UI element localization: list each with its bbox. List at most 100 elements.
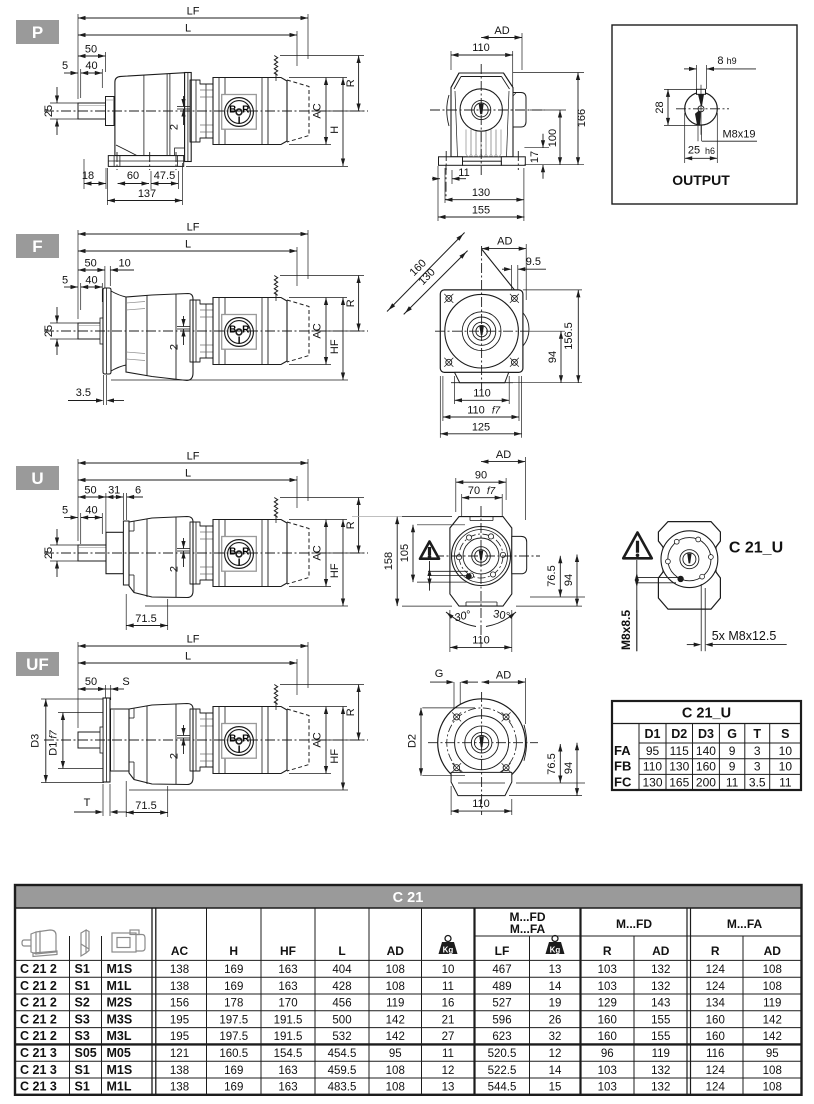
- svg-text:50: 50: [84, 258, 96, 270]
- svg-text:197.5: 197.5: [219, 1014, 248, 1026]
- svg-text:16: 16: [442, 998, 455, 1010]
- svg-text:HF: HF: [329, 749, 341, 764]
- svg-text:108: 108: [386, 981, 405, 993]
- svg-text:129: 129: [598, 998, 617, 1010]
- svg-text:S: S: [781, 727, 789, 741]
- svg-text:D1: D1: [645, 727, 661, 741]
- svg-text:138: 138: [170, 981, 189, 993]
- svg-text:142: 142: [763, 1014, 782, 1026]
- svg-text:B: B: [229, 105, 236, 116]
- svg-text:110: 110: [472, 42, 490, 54]
- svg-text:AD: AD: [496, 670, 511, 682]
- svg-text:143: 143: [651, 998, 670, 1010]
- svg-text:140: 140: [696, 744, 716, 758]
- svg-text:195: 195: [170, 1014, 189, 1026]
- svg-text:L: L: [185, 651, 191, 663]
- svg-text:G: G: [435, 668, 444, 680]
- svg-text:M1L: M1L: [107, 979, 132, 993]
- svg-text:130: 130: [472, 187, 490, 199]
- svg-text:103: 103: [598, 1082, 617, 1094]
- svg-text:160.5: 160.5: [219, 1048, 248, 1060]
- svg-text:f7: f7: [487, 486, 496, 497]
- svg-text:110: 110: [643, 760, 662, 774]
- svg-text:142: 142: [386, 1031, 405, 1043]
- svg-text:124: 124: [706, 964, 726, 976]
- svg-text:LF: LF: [187, 6, 200, 18]
- svg-text:163: 163: [278, 981, 297, 993]
- svg-text:M1L: M1L: [107, 1080, 132, 1094]
- svg-text:9: 9: [729, 744, 736, 758]
- svg-text:132: 132: [651, 964, 670, 976]
- svg-text:489: 489: [492, 981, 511, 993]
- svg-text:9.5: 9.5: [526, 256, 541, 268]
- svg-text:115: 115: [670, 744, 689, 758]
- svg-text:71.5: 71.5: [135, 613, 156, 625]
- svg-text:C 21 2: C 21 2: [20, 1029, 57, 1043]
- svg-text:2: 2: [169, 124, 181, 130]
- svg-text:160: 160: [598, 1014, 617, 1026]
- svg-text:10: 10: [779, 760, 793, 774]
- svg-text:AC: AC: [312, 323, 324, 338]
- svg-text:11: 11: [458, 167, 469, 179]
- svg-text:L: L: [185, 239, 191, 251]
- svg-text:50: 50: [85, 44, 97, 56]
- svg-text:M...FA: M...FA: [510, 922, 546, 936]
- svg-text:134: 134: [706, 998, 726, 1010]
- svg-text:142: 142: [386, 1014, 405, 1026]
- svg-text:119: 119: [763, 998, 781, 1010]
- svg-text:483.5: 483.5: [328, 1082, 357, 1094]
- svg-text:15: 15: [549, 1082, 562, 1094]
- svg-text:459.5: 459.5: [328, 1065, 357, 1077]
- svg-text:FC: FC: [614, 774, 632, 789]
- svg-text:108: 108: [386, 1065, 405, 1077]
- svg-text:5x M8x12.5: 5x M8x12.5: [712, 629, 777, 643]
- svg-text:R: R: [345, 708, 357, 716]
- svg-text:S3: S3: [75, 1029, 90, 1043]
- svg-text:60: 60: [127, 170, 139, 182]
- svg-text:3.5: 3.5: [749, 775, 766, 789]
- svg-text:125: 125: [472, 421, 490, 433]
- svg-text:76.5: 76.5: [546, 565, 558, 586]
- svg-text:T: T: [753, 727, 761, 741]
- svg-text:19: 19: [549, 998, 562, 1010]
- svg-text:522.5: 522.5: [488, 1065, 517, 1077]
- svg-text:10: 10: [442, 964, 455, 976]
- svg-text:428: 428: [332, 981, 351, 993]
- svg-text:17: 17: [529, 151, 541, 163]
- svg-text:90: 90: [475, 470, 487, 482]
- svg-text:HF: HF: [329, 563, 341, 578]
- svg-text:Kg: Kg: [550, 946, 561, 955]
- svg-text:110: 110: [473, 388, 491, 400]
- svg-text:OUTPUT: OUTPUT: [672, 172, 730, 188]
- svg-text:95: 95: [646, 744, 660, 758]
- svg-text:2: 2: [169, 344, 181, 350]
- svg-text:163: 163: [278, 1082, 297, 1094]
- svg-text:163: 163: [278, 1065, 297, 1077]
- svg-text:108: 108: [386, 964, 405, 976]
- svg-text:S1: S1: [75, 979, 90, 993]
- svg-text:AC: AC: [312, 103, 324, 118]
- svg-text:160: 160: [706, 1014, 725, 1026]
- svg-text:70: 70: [468, 485, 480, 497]
- svg-text:11: 11: [442, 981, 454, 993]
- svg-text:28: 28: [654, 101, 666, 113]
- svg-text:50: 50: [84, 485, 96, 497]
- svg-text:R: R: [603, 944, 612, 958]
- svg-text:95: 95: [766, 1048, 779, 1060]
- svg-text:21: 21: [442, 1014, 455, 1026]
- svg-text:25: 25: [688, 145, 700, 157]
- svg-text:M...FD: M...FD: [616, 917, 652, 931]
- svg-text:124: 124: [706, 1065, 726, 1077]
- svg-text:26: 26: [549, 1014, 562, 1026]
- svg-text:47.5: 47.5: [154, 170, 175, 182]
- svg-text:H: H: [329, 126, 341, 134]
- svg-text:130: 130: [669, 760, 689, 774]
- svg-text:165: 165: [669, 775, 689, 789]
- svg-text:31: 31: [108, 485, 120, 497]
- svg-text:2: 2: [169, 753, 181, 759]
- svg-text:138: 138: [170, 1065, 189, 1077]
- svg-text:12: 12: [549, 1048, 562, 1060]
- svg-text:L: L: [185, 468, 191, 480]
- svg-text:C 21_U: C 21_U: [729, 540, 783, 557]
- svg-text:S1: S1: [75, 1063, 90, 1077]
